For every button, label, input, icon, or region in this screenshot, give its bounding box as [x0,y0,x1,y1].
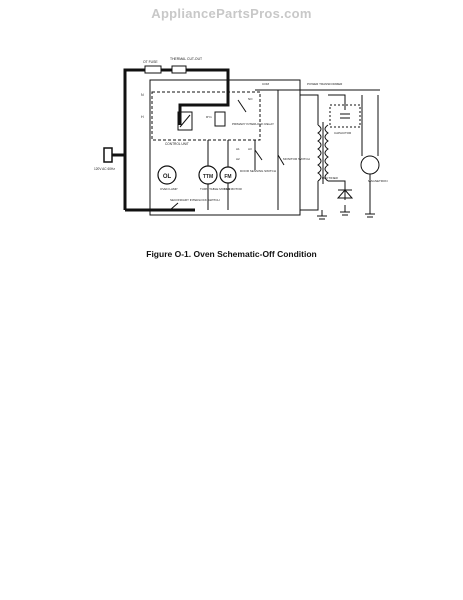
ground-symbol-2 [340,205,350,216]
transformer-feed-wire [300,94,319,211]
turntable-motor-label: TURN TABLE MOTOR [200,187,231,191]
relay-coil [214,111,226,127]
magnetron-wires [361,95,379,210]
h-lead-label: H [141,115,144,119]
secondary-switch-line [169,202,195,211]
ttm-label: TTM [203,174,213,180]
turntable-motor-symbol [198,165,218,185]
ground-symbol-1 [317,210,327,220]
ot-fuse-symbol [144,65,162,74]
power-transformer-label: POWER TRANSFORMER [307,82,343,86]
monitor-switch-line [277,90,285,210]
terminal-a1-label: A1 [236,147,240,151]
capacitor-plates [340,113,350,119]
ot-fuse-label: OT FUSE [143,60,158,64]
terminal-a2-label: A2 [236,157,240,161]
site-watermark: AppliancePartsPros.com [151,6,312,21]
ground-symbol-3 [365,210,375,218]
capacitor-box [329,104,361,128]
transformer-secondary-coil [324,124,329,182]
magnetron-symbol [360,155,380,175]
figure-caption: Figure O-1. Oven Schematic-Off Condition [146,249,317,259]
control-unit-box [151,91,261,141]
primary-relay-label: PRIMARY INTERLOCK RELAY [232,122,274,126]
secondary-switch-label: SECONDARY INTERLOCK SWITCH [170,198,220,202]
oven-lamp-label: OVEN LAMP [160,187,178,191]
thermal-cutout-label: THERMAL CUT-OUT [170,57,202,61]
fan-motor-label: FAN MOTOR [224,187,243,191]
relay-block-left [177,111,193,131]
hot-line-wire [123,68,230,210]
no-label: NO [248,97,253,101]
fm-label: FM [224,174,231,180]
magnetron-label: MAGNETRON [368,179,388,183]
monitor-switch-label: MONITOR SWITCH [283,157,310,161]
oven-lamp-symbol [157,165,177,185]
supply-label: 120V AC 60Hz [94,167,115,171]
com-label: COM [262,82,270,86]
door-sensing-label: DOOR SENSING SWITCH [240,169,276,173]
primary-relay-contact [237,99,247,113]
capacitor-label: CAPACITOR [334,131,352,135]
thermal-cutout-symbol [171,65,187,74]
transformer-primary-coil [317,124,322,182]
fan-motor-symbol [219,166,237,184]
terminal-a3-label: A3 [248,147,252,151]
ol-label: OL [163,174,172,180]
hv-wire [328,94,346,200]
rectifier-diode [336,189,354,199]
n-lead-label: N [141,93,144,97]
power-plug-symbol [103,147,113,163]
control-unit-label: CONTROL UNIT [165,142,189,146]
relay-ry1-label: RY1 [206,115,212,119]
rectifier-label: RECTIFIER [322,176,339,180]
door-sensing-switch-line [254,140,263,170]
